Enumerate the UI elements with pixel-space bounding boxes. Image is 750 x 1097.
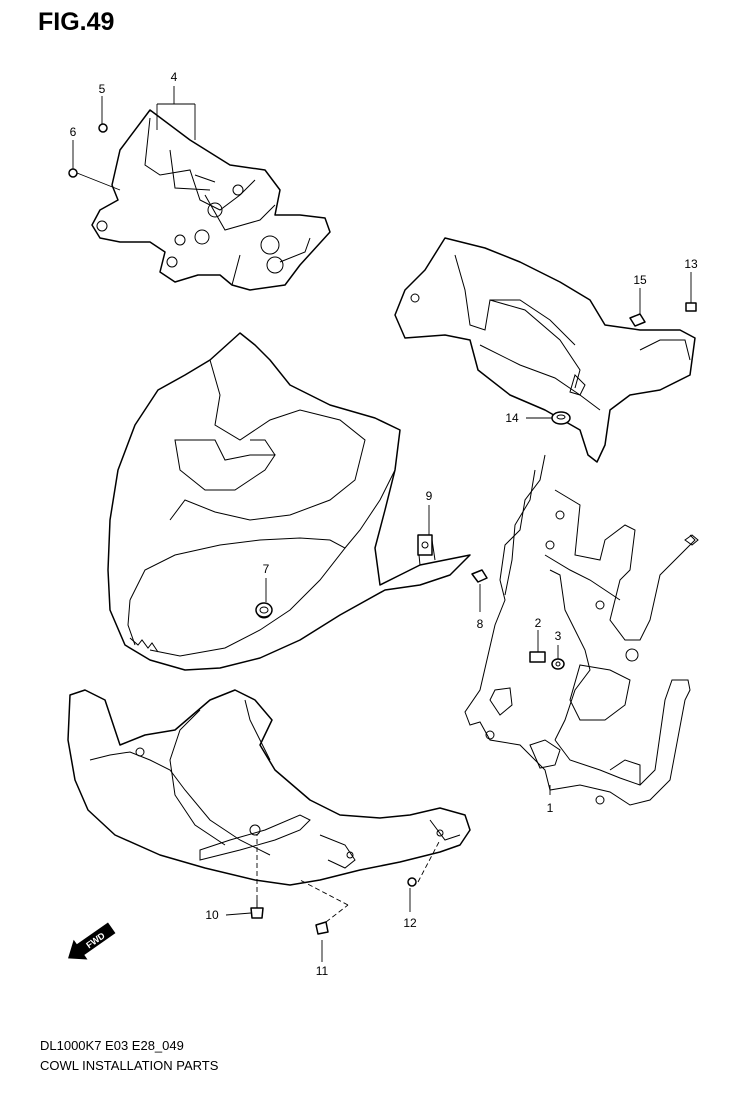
callout-3: 3	[555, 629, 562, 643]
callout-9: 9	[426, 489, 433, 503]
callout-2: 2	[535, 616, 542, 630]
figure-code: DL1000K7 E03 E28_049	[40, 1038, 184, 1053]
callout-10: 10	[205, 908, 219, 922]
callout-15: 15	[633, 273, 647, 287]
leader-lines	[72, 86, 692, 962]
callout-8: 8	[477, 617, 484, 631]
figure-caption: COWL INSTALLATION PARTS	[40, 1058, 219, 1073]
callout-13: 13	[684, 257, 698, 271]
callout-14: 14	[505, 411, 519, 425]
figure-title: FIG.49	[38, 8, 115, 36]
cowl-stay-frame	[464, 454, 699, 806]
callout-5: 5	[99, 82, 106, 96]
callout-4: 4	[171, 70, 178, 84]
hardware	[68, 123, 697, 935]
callout-11: 11	[316, 964, 329, 978]
inner-cowl-cover	[394, 237, 696, 463]
upper-cowl	[107, 332, 471, 671]
callout-6: 6	[70, 125, 77, 139]
lower-cowl	[67, 689, 471, 886]
callout-12: 12	[403, 916, 417, 930]
callout-7: 7	[263, 562, 270, 576]
meter-bracket	[91, 109, 331, 291]
fwd-arrow-icon: FWD	[68, 922, 116, 960]
callout-1: 1	[547, 801, 554, 815]
